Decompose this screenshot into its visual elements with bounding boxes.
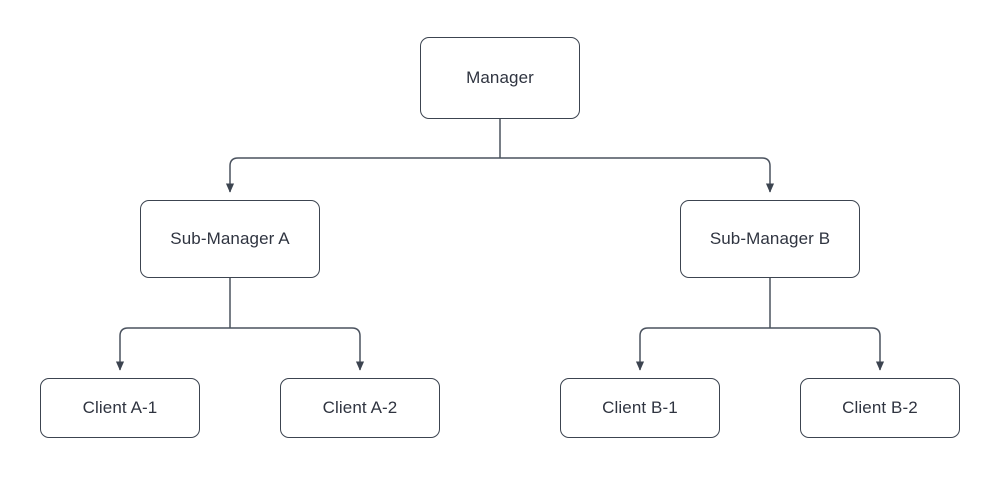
node-client-a-1[interactable]: Client A-1 xyxy=(40,378,200,438)
node-manager[interactable]: Manager xyxy=(420,37,580,119)
node-sub-manager-b[interactable]: Sub-Manager B xyxy=(680,200,860,278)
node-client-b-2[interactable]: Client B-2 xyxy=(800,378,960,438)
node-client-a-2[interactable]: Client A-2 xyxy=(280,378,440,438)
edge-manager-to-sub-b xyxy=(500,157,775,193)
edge-sub-b-to-client-b1 xyxy=(635,327,770,371)
edge-sub-a-to-client-a2 xyxy=(230,327,365,371)
node-client-a-2-label: Client A-2 xyxy=(322,398,398,417)
edge-sub-a-to-client-a1 xyxy=(115,327,230,371)
node-client-a-1-label: Client A-1 xyxy=(82,398,158,417)
node-client-b-1[interactable]: Client B-1 xyxy=(560,378,720,438)
edge-sub-b-to-client-b2 xyxy=(770,327,885,371)
node-sub-manager-a[interactable]: Sub-Manager A xyxy=(140,200,320,278)
node-client-b-2-label: Client B-2 xyxy=(842,398,918,417)
edge-manager-to-sub-a xyxy=(225,157,500,193)
node-manager-label: Manager xyxy=(466,68,534,87)
node-sub-manager-b-label: Sub-Manager B xyxy=(709,229,831,248)
node-sub-manager-a-label: Sub-Manager A xyxy=(170,229,290,248)
node-client-b-1-label: Client B-1 xyxy=(602,398,678,417)
